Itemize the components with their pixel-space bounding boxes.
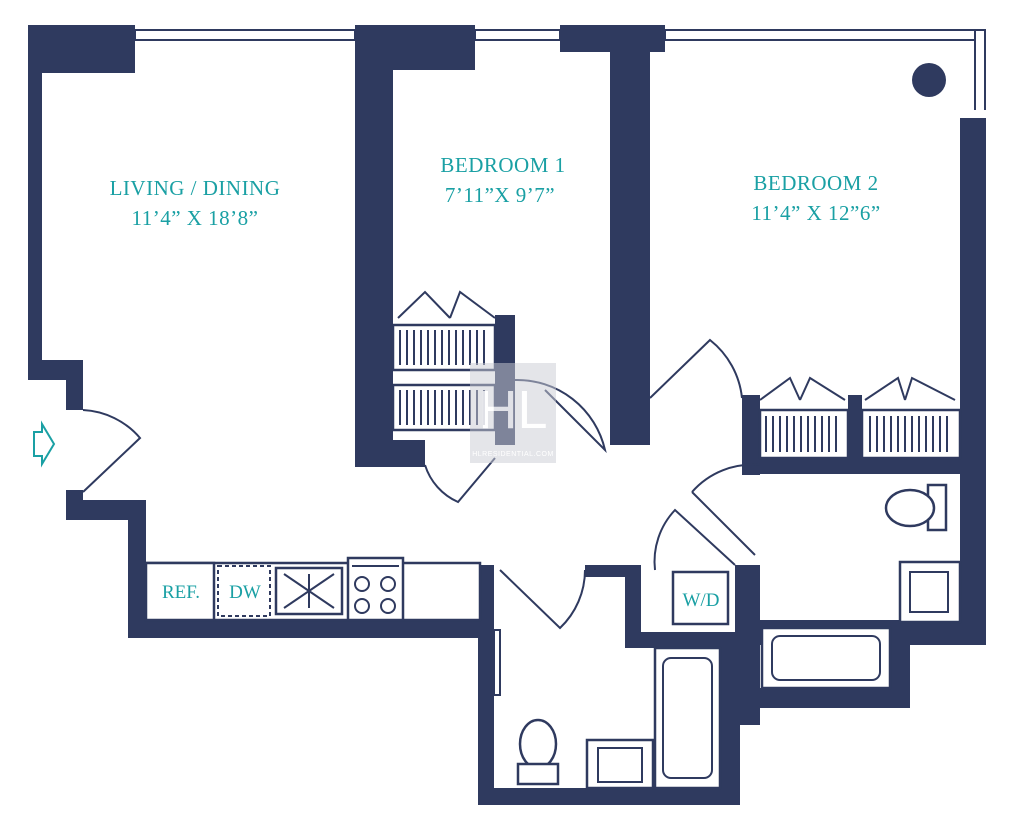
bath-1-toilet-tank [516,762,560,786]
washer-dryer-label: W/D [683,590,720,611]
wall-left [28,25,42,363]
living-dining-name: LIVING / DINING [110,176,281,200]
wall-laundry-left [625,565,641,645]
bedroom-1-bifold [397,290,496,319]
bedroom-2-bifold-1 [759,376,846,401]
watermark-site: HLRESIDENTIAL.COM [472,451,554,458]
window-top-1 [134,29,356,41]
wall-bed2-closet-left [742,395,760,475]
entry-door [82,409,142,493]
bath-2-tub-inner [771,635,881,681]
bath-1-door [499,569,586,630]
wall-closet-divider [848,395,862,460]
wall-bath1-bottom [478,788,736,805]
bedroom-2-bifold-2 [864,376,956,401]
wall-bed1-bed2 [610,25,650,445]
refrigerator [144,561,216,622]
range-burners [352,565,399,614]
wall-kitchen-left [128,500,146,638]
bedroom-2-hangers [765,416,948,452]
bedroom-2-dims: 11’4” X 12”6” [751,201,880,225]
dishwasher [217,565,271,617]
bath-1-wall-fixture [493,629,501,696]
window-corner [975,29,986,110]
closets [391,290,962,460]
kitchen [144,556,482,622]
washer-dryer [671,570,730,626]
wall-bath1-left [478,565,494,805]
bath-2 [760,483,962,690]
wall-kitchen-bottom [128,620,480,638]
wall-bath2-right [960,470,986,645]
window-top-3 [664,29,976,41]
refrigerator-label: REF. [162,582,200,603]
wall-bed1-door-stub [355,440,425,467]
wall-laundry-bottom [625,632,760,648]
wall-top-left [28,25,135,73]
living-dining-dims: 11’4” X 18’8” [131,206,258,230]
column-round [912,63,946,97]
wall-bath2-tub-bottom [740,688,910,708]
bedroom-1-name: BEDROOM 1 [440,153,565,177]
wall-left-door-jamb-top [66,360,83,410]
bedroom-2-door [649,338,743,399]
bath-2-toilet-bowl [884,488,936,528]
bedroom-1-door [424,457,496,504]
bath-2-door [691,463,761,556]
bath-2-basin [909,571,949,613]
watermark-logo: HL [478,380,547,440]
watermark-box [470,363,556,463]
bath-1-tub-inner [662,657,713,779]
bath-1-basin [597,747,643,783]
watermark: HL HLRESIDENTIAL.COM [470,363,556,463]
bath-1-toilet-bowl [518,718,558,770]
sink-drain-lines [283,573,335,609]
wall-living-bed1 [355,25,393,467]
laundry-door [653,508,736,571]
bath-1 [493,629,722,790]
wall-bath1-top-stub [585,565,641,577]
wall-bed2-bottom [742,458,960,474]
laundry [671,570,730,626]
dishwasher-label: DW [229,582,261,603]
window-top-2 [474,29,561,41]
bedroom-1-dims: 7’11”X 9’7” [445,183,555,207]
bedroom-2-name: BEDROOM 2 [753,171,878,195]
entry-arrow-icon [33,420,56,468]
bath-1-tub [653,646,722,790]
wall-left-lower [66,500,146,520]
wall-bath2-step [890,640,910,708]
bath-2-tub [760,626,892,690]
bedroom-2-shelf-1 [758,408,850,460]
wall-bath1-right [720,645,740,805]
